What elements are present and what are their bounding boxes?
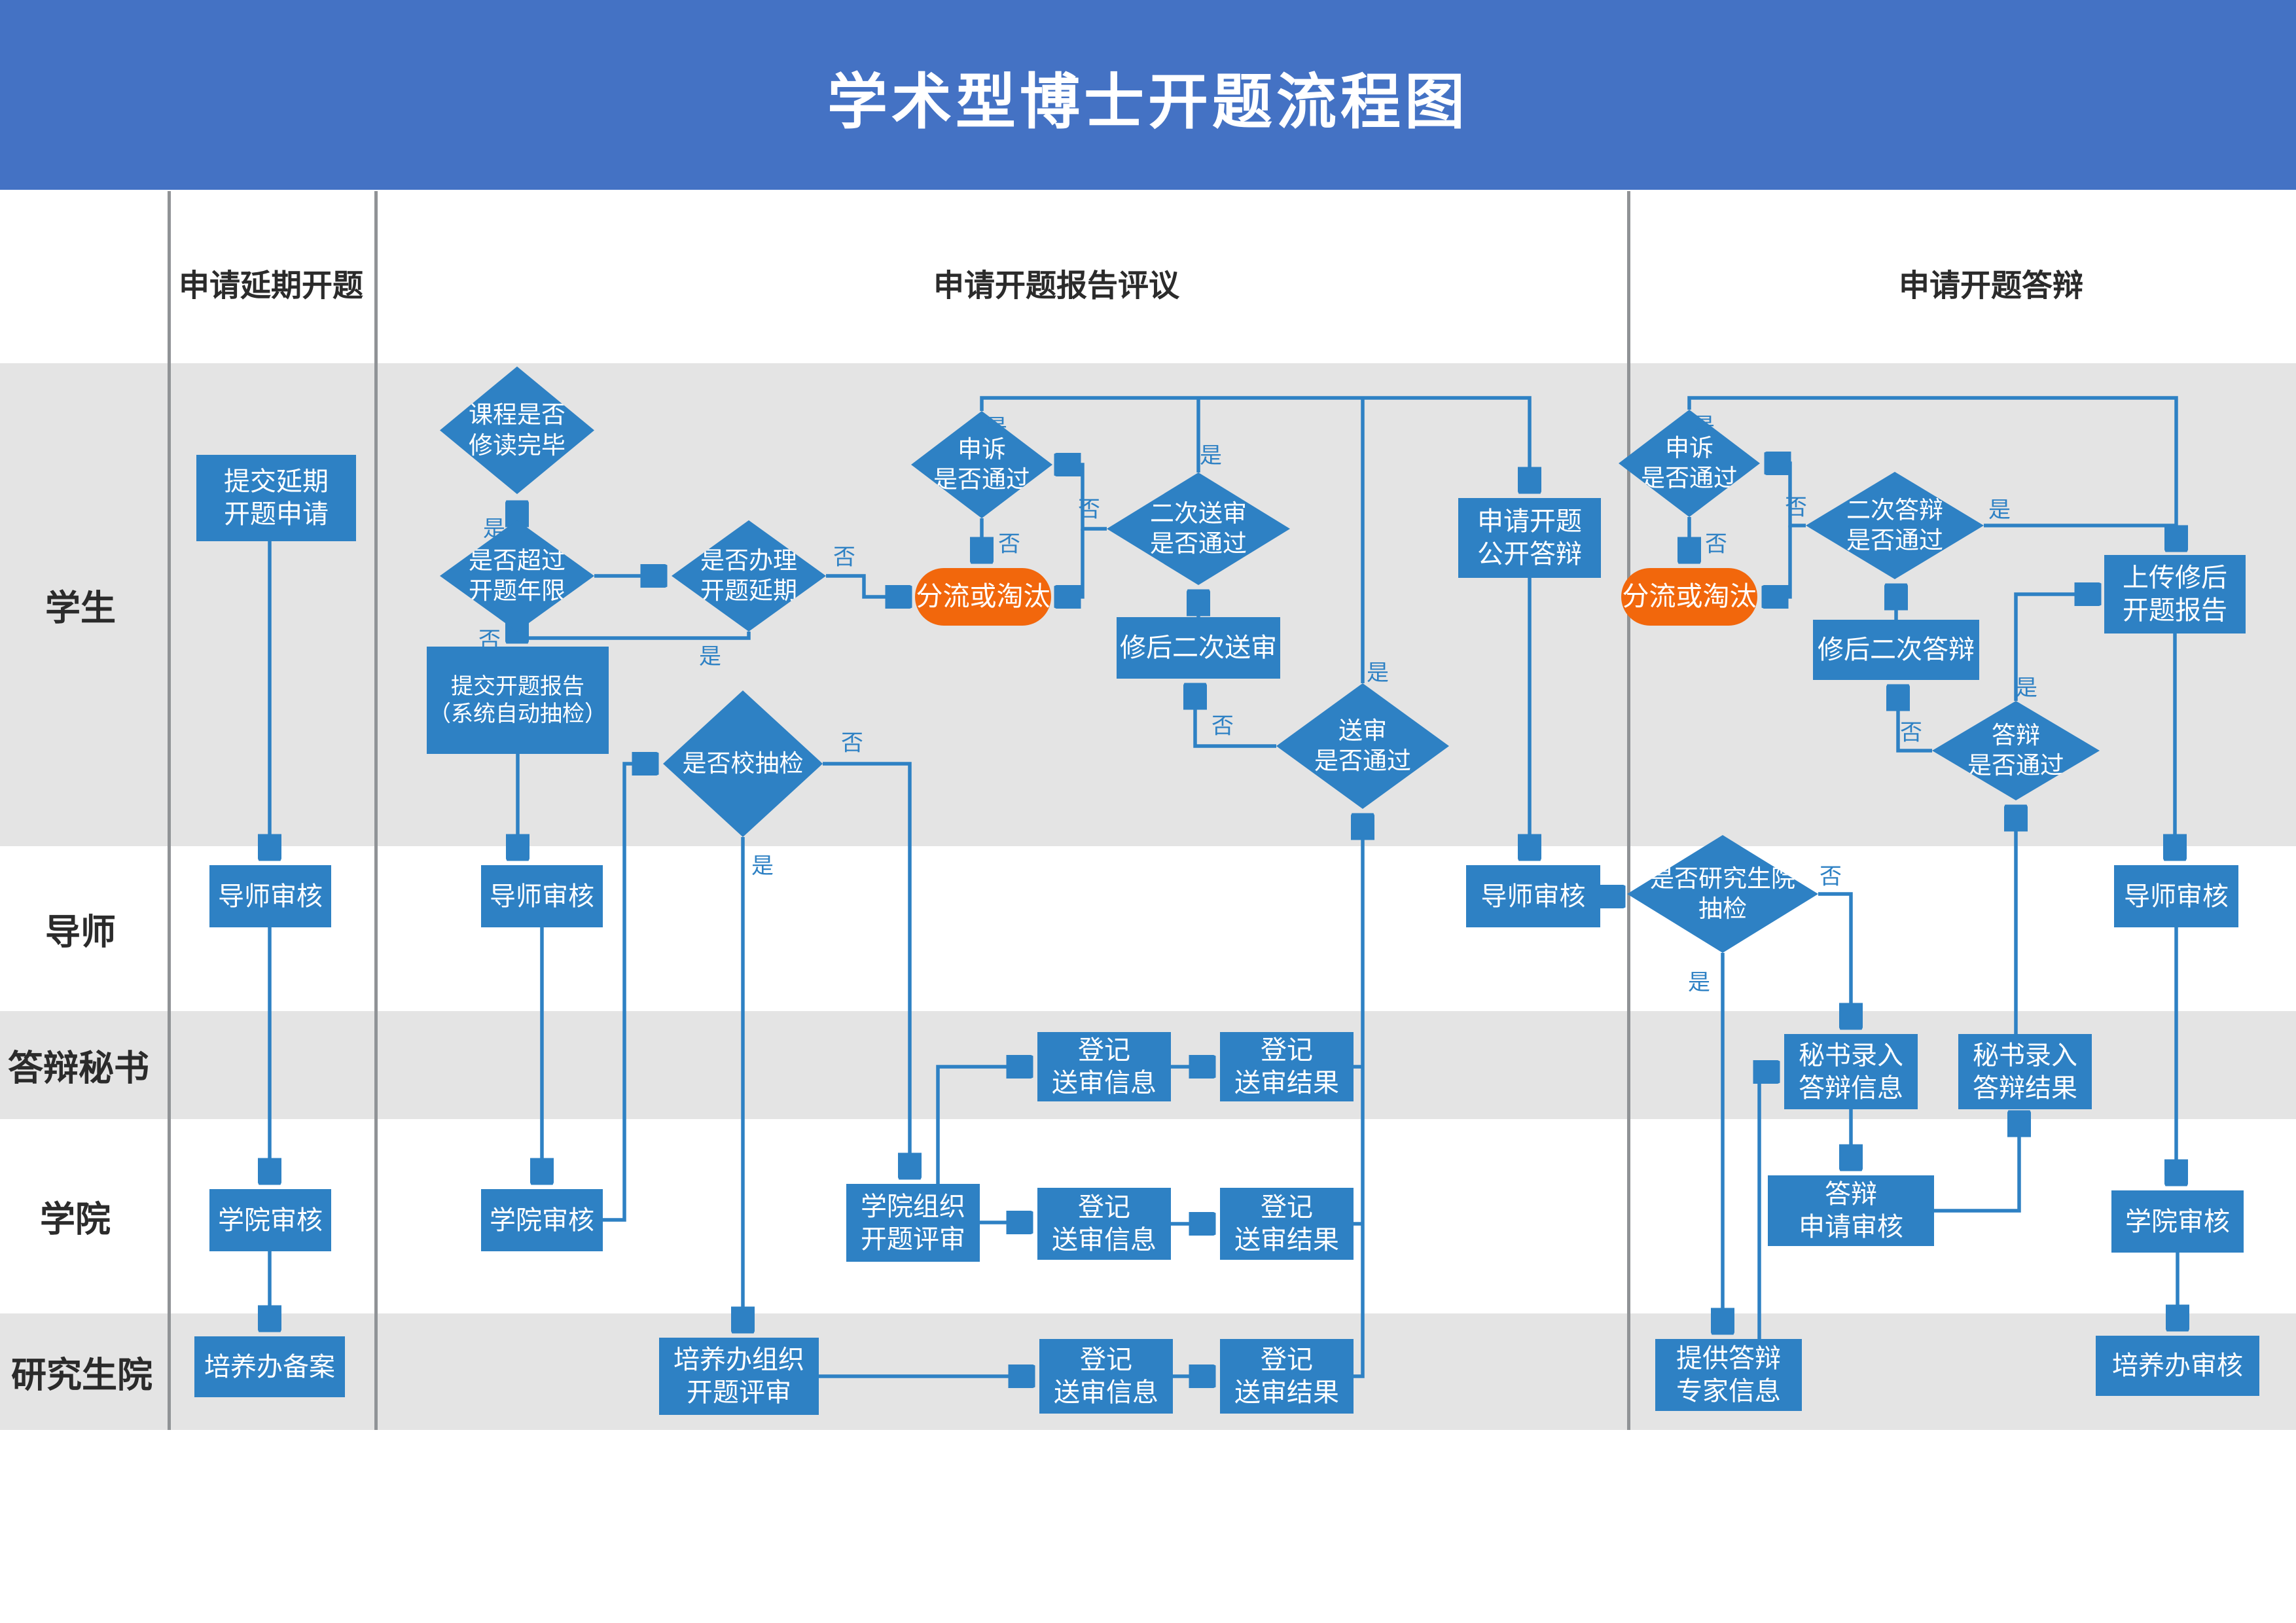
lane-label-college: 学院 xyxy=(40,1200,111,1240)
edge-defensepass-yes-upload xyxy=(2014,594,2099,701)
node-provide-experts: 提供答辩 专家信息 xyxy=(1655,1339,1802,1411)
edge-label-no-secondreview: 否 xyxy=(1078,497,1100,522)
edge-label-no-gradsample: 否 xyxy=(1820,864,1842,889)
lane-band-student xyxy=(0,363,2296,846)
column-divider-2 xyxy=(374,191,378,1430)
node-submit-delay: 提交延期 开题申请 xyxy=(196,455,356,541)
node-advisor-review-2: 导师审核 xyxy=(481,865,603,927)
edge-label-no-delay: 否 xyxy=(833,544,855,570)
edge-label-yes-course: 是 xyxy=(483,516,505,542)
node-revised-defense: 修后二次答辩 xyxy=(1813,620,1979,680)
edge-gradsample-no-secinfo xyxy=(1818,892,1851,1027)
node-college-review-2: 学院审核 xyxy=(481,1189,603,1251)
edge-college2-schoolsample xyxy=(603,764,656,1222)
node-reg-info-1: 登记 送审信息 xyxy=(1037,1032,1171,1101)
edge-label-yes-seconddefense: 是 xyxy=(1988,497,2011,523)
node-peiyang-review: 培养办审核 xyxy=(2096,1336,2259,1396)
edge-label-yes-sample: 是 xyxy=(751,853,774,879)
edge-delay-no-divert1 xyxy=(826,574,910,597)
column-header-defense: 申请开题答辩 xyxy=(1899,268,2083,303)
node-peiyang-record: 培养办备案 xyxy=(194,1336,345,1397)
edge-label-no-years: 否 xyxy=(478,628,501,653)
node-sec-result: 秘书录入 答辩结果 xyxy=(1958,1034,2092,1109)
lane-label-secretary: 答辩秘书 xyxy=(8,1048,149,1088)
edge-secondreview-no-divert1 xyxy=(1056,529,1085,597)
node-submit-report: 提交开题报告 （系统自动抽检） xyxy=(427,647,609,754)
node-reg-result-1: 登记 送审结果 xyxy=(1220,1032,1354,1101)
edge-label-no-reviewpass: 否 xyxy=(1211,713,1234,739)
edge-label-yes-gradsample: 是 xyxy=(1688,970,1710,995)
node-divert-2: 分流或淘汰 xyxy=(1621,568,1757,626)
page-title: 学术型博士开题流程图 xyxy=(827,69,1469,136)
column-header-review: 申请开题报告评议 xyxy=(933,268,1179,303)
node-divert-1: 分流或淘汰 xyxy=(915,568,1051,626)
edge-reviewpass-no-revised xyxy=(1195,685,1276,748)
edge-label-no-appeal2: 否 xyxy=(1705,531,1727,557)
node-peiyang-org: 培养办组织 开题评审 xyxy=(659,1338,819,1415)
node-college-review-3: 学院审核 xyxy=(2111,1190,2244,1253)
edge-label-no-seconddefense: 否 xyxy=(1785,495,1807,520)
edge-label-yes-defensepass: 是 xyxy=(2015,675,2037,701)
node-apply-defense: 申请开题 公开答辩 xyxy=(1458,498,1601,578)
edge-label-yes-secondreview: 是 xyxy=(1200,443,1222,469)
edge-delay-yes-join xyxy=(517,632,751,640)
edge-label-yes-appeal2: 是 xyxy=(1693,414,1715,439)
edge-sample-no-collegeorg xyxy=(823,762,910,1177)
edge-label-yes-appeal1: 是 xyxy=(985,415,1007,440)
node-reg-info-3: 登记 送审信息 xyxy=(1039,1339,1173,1414)
node-revised-review: 修后二次送审 xyxy=(1117,617,1280,679)
edge-applyreview-secresult xyxy=(1934,1113,2019,1213)
node-upload-revised: 上传修后 开题报告 xyxy=(2104,555,2246,633)
node-defense-apply-review: 答辩 申请审核 xyxy=(1768,1175,1934,1246)
lane-label-advisor: 导师 xyxy=(45,912,116,952)
node-advisor-review-3: 导师审核 xyxy=(1466,865,1600,927)
lane-label-student: 学生 xyxy=(45,588,116,628)
node-sec-info: 秘书录入 答辩信息 xyxy=(1784,1034,1918,1109)
node-reg-info-2: 登记 送审信息 xyxy=(1037,1188,1171,1260)
edge-seconddefense-no-divert2 xyxy=(1764,526,1792,597)
column-divider-1 xyxy=(168,191,171,1430)
edge-label-no-sample: 否 xyxy=(841,730,863,756)
edge-seconddefense-no-appeal2 xyxy=(1767,463,1806,527)
column-header-delay: 申请延期开题 xyxy=(179,268,363,303)
edge-secondreview-no-appeal1 xyxy=(1056,465,1107,531)
node-reg-result-2: 登记 送审结果 xyxy=(1220,1188,1354,1260)
edge-yes-line-upload xyxy=(1687,396,2176,550)
node-college-review-1: 学院审核 xyxy=(209,1189,331,1251)
title-banner xyxy=(0,0,2296,190)
node-advisor-review-4: 导师审核 xyxy=(2114,865,2238,927)
edge-label-no-appeal1: 否 xyxy=(998,531,1020,557)
node-college-org: 学院组织 开题评审 xyxy=(846,1184,980,1262)
edge-yes-line-applydefense xyxy=(980,396,1530,491)
edge-defensepass-no-reviseddefense xyxy=(1898,687,1932,753)
edge-label-yes-reviewpass: 是 xyxy=(1367,660,1389,686)
column-divider-3 xyxy=(1627,191,1630,1430)
lane-label-gradschool: 研究生院 xyxy=(11,1355,152,1395)
edge-collegeorg-reginfo1 xyxy=(936,1067,1031,1184)
node-reg-result-3: 登记 送审结果 xyxy=(1220,1339,1354,1414)
edge-label-no-defensepass: 否 xyxy=(1900,720,1922,745)
edge-label-yes-delay: 是 xyxy=(699,644,721,669)
node-advisor-review-1: 导师审核 xyxy=(209,865,331,927)
edge-results-trunk xyxy=(1354,815,1363,1378)
edge-experts-secinfo xyxy=(1759,1072,1778,1339)
